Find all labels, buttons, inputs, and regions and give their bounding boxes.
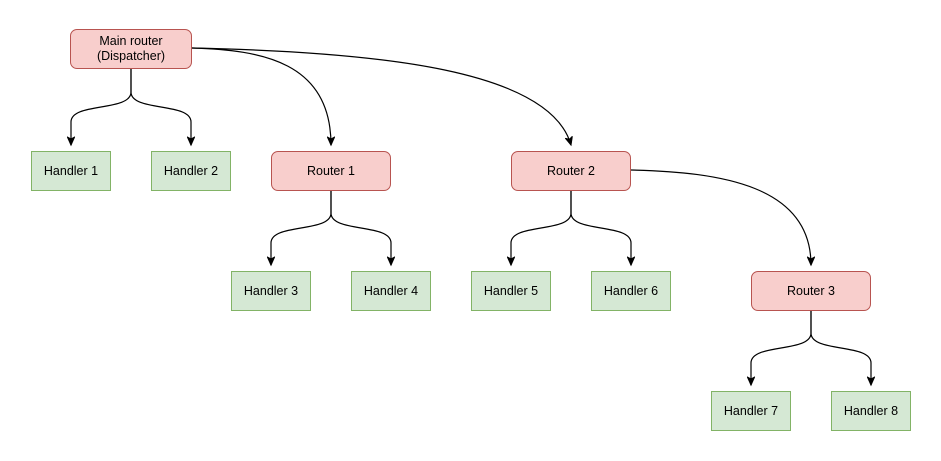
edge-router-1-to-handler-3 <box>271 191 332 265</box>
edge-router-2-to-handler-6 <box>570 191 631 265</box>
node-handler-1[interactable]: Handler 1 <box>31 151 111 191</box>
node-handler-2-label: Handler 2 <box>163 163 219 178</box>
node-router-1[interactable]: Router 1 <box>271 151 391 191</box>
node-router-2-label: Router 2 <box>547 163 595 178</box>
node-router-1-label: Router 1 <box>307 163 355 178</box>
edge-router-3-to-handler-8 <box>810 311 871 385</box>
node-router-3[interactable]: Router 3 <box>751 271 871 311</box>
node-router-3-label: Router 3 <box>787 283 835 298</box>
node-main-router[interactable]: Main router (Dispatcher) <box>70 29 192 69</box>
node-handler-5[interactable]: Handler 5 <box>471 271 551 311</box>
node-handler-7[interactable]: Handler 7 <box>711 391 791 431</box>
node-handler-6-label: Handler 6 <box>603 283 659 298</box>
edge-main-router-to-handler-1 <box>71 69 132 145</box>
node-handler-4-label: Handler 4 <box>363 283 419 298</box>
node-handler-8[interactable]: Handler 8 <box>831 391 911 431</box>
node-main-router-label: Main router (Dispatcher) <box>96 34 166 63</box>
node-handler-8-label: Handler 8 <box>843 403 899 418</box>
edge-router-3-to-handler-7 <box>751 311 812 385</box>
edge-main-router-to-handler-2 <box>130 69 191 145</box>
node-handler-6[interactable]: Handler 6 <box>591 271 671 311</box>
edge-main-router-to-router-1 <box>191 47 331 145</box>
node-handler-7-label: Handler 7 <box>723 403 779 418</box>
edge-main-router-to-router-2 <box>191 47 571 145</box>
edge-router-2-to-handler-5 <box>511 191 572 265</box>
edge-router-2-to-router-3 <box>630 169 811 265</box>
node-handler-5-label: Handler 5 <box>483 283 539 298</box>
edge-router-1-to-handler-4 <box>330 191 391 265</box>
node-handler-4[interactable]: Handler 4 <box>351 271 431 311</box>
node-handler-2[interactable]: Handler 2 <box>151 151 231 191</box>
node-router-2[interactable]: Router 2 <box>511 151 631 191</box>
node-handler-3[interactable]: Handler 3 <box>231 271 311 311</box>
node-handler-1-label: Handler 1 <box>43 163 99 178</box>
node-handler-3-label: Handler 3 <box>243 283 299 298</box>
